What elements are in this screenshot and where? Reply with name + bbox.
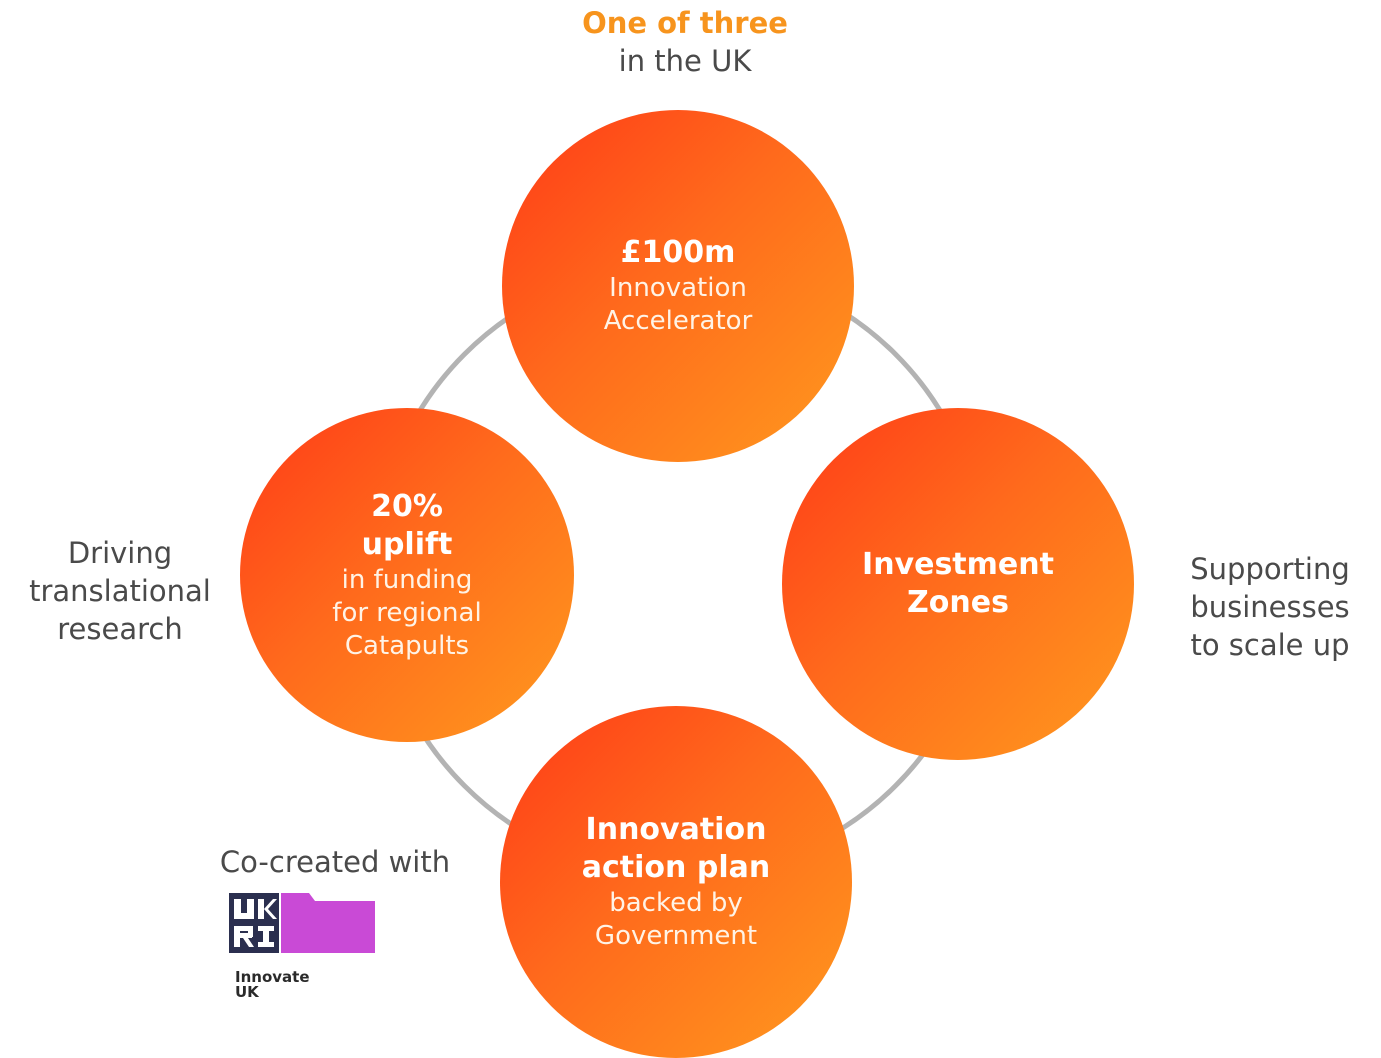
logo-line1: Innovate [235,968,310,986]
top-label-text: in the UK [618,44,752,78]
circle-left-strong2: uplift [361,526,453,562]
left-label-line1: Driving [67,536,173,570]
right-label-line2: businesses [1190,590,1350,624]
circle-top-sub2: Accelerator [603,306,753,336]
circle-catapult-uplift: 20% uplift in funding for regional Catap… [240,408,574,742]
logo-line2: UK [235,983,259,1001]
left-label-line3: research [57,612,183,646]
circle-left-sub2: for regional [332,597,482,628]
circle-bottom-strong2: action plan [581,850,771,885]
circle-top-amount: £100m [620,235,736,270]
circle-bottom-strong1: Innovation [585,812,767,847]
left-label-line2: translational [29,574,211,608]
circle-bottom-sub1: backed by [609,888,743,918]
right-label-line3: to scale up [1190,628,1350,662]
circle-right-strong1: Investment [862,547,1054,582]
left-label: Driving translational research [10,534,230,648]
circle-innovation-action-plan: Innovation action plan backed by Governm… [500,706,852,1058]
circle-right-strong2: Zones [907,585,1009,620]
circle-top-sub1: Innovation [609,273,747,303]
top-label: One of three in the UK [540,4,830,80]
circle-left-sub3: Catapults [344,630,470,661]
ukri-innovate-uk-logo [229,893,375,953]
right-label-line1: Supporting [1190,552,1350,586]
co-created-label: Co-created with [219,845,451,879]
circle-innovation-accelerator: £100m Innovation Accelerator [502,110,854,462]
circle-left-strong1: 20% [371,488,443,524]
circle-left-sub1: in funding [341,564,473,595]
top-label-highlight: One of three [582,6,788,40]
circle-investment-zones: Investment Zones [782,408,1134,760]
innovate-uk-logo-text: Innovate UK [235,960,310,1000]
right-label: Supporting businesses to scale up [1165,550,1375,664]
circle-bottom-sub2: Government [594,921,758,951]
